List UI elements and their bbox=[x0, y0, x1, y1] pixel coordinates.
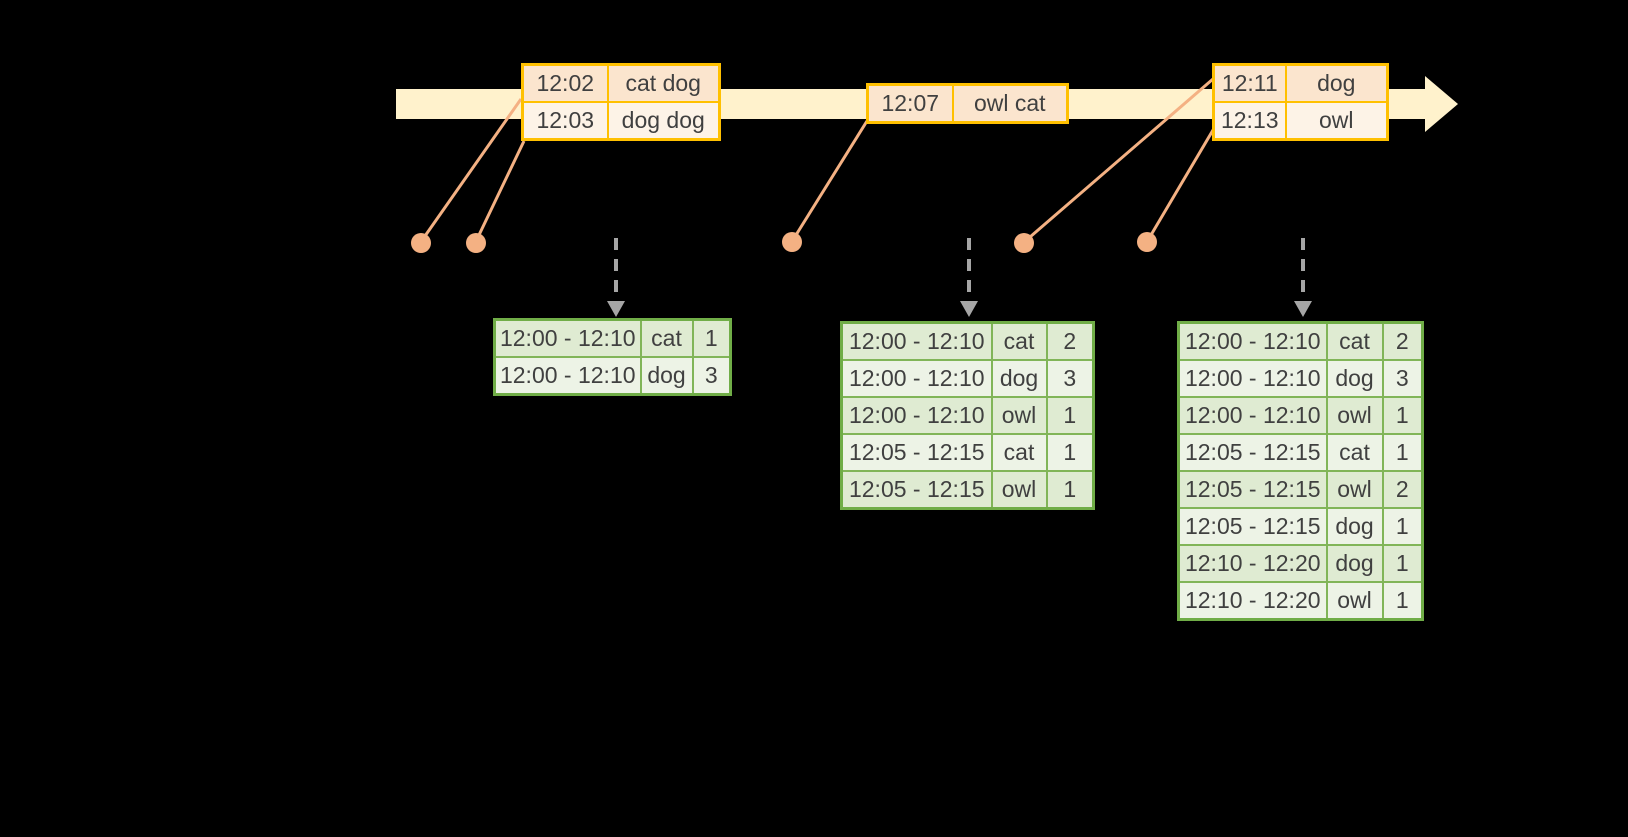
result-word-cell: owl bbox=[1325, 470, 1384, 509]
event-connector-line bbox=[423, 98, 523, 237]
result-window-cell: 12:05 - 12:15 bbox=[840, 433, 993, 472]
result-word-cell: dog bbox=[1325, 507, 1384, 546]
result-count-cell: 3 bbox=[691, 356, 732, 396]
result-count-cell: 2 bbox=[1381, 470, 1424, 509]
result-word-cell: dog bbox=[1325, 544, 1384, 583]
result-window-cell: 12:00 - 12:10 bbox=[840, 396, 993, 435]
event-words-cell: cat dog bbox=[606, 63, 721, 103]
event-connector-line bbox=[794, 120, 869, 236]
result-window-cell: 12:00 - 12:10 bbox=[493, 356, 642, 396]
result-window-cell: 12:10 - 12:20 bbox=[1177, 581, 1328, 621]
result-word-cell: dog bbox=[990, 359, 1048, 398]
result-word-cell: cat bbox=[990, 321, 1048, 361]
result-count-cell: 3 bbox=[1045, 359, 1095, 398]
result-count-cell: 3 bbox=[1381, 359, 1424, 398]
event-connector-line bbox=[1149, 124, 1218, 236]
result-count-cell: 1 bbox=[1045, 433, 1095, 472]
result-word-cell: dog bbox=[1325, 359, 1384, 398]
event-time-cell: 12:07 bbox=[866, 83, 954, 124]
result-count-cell: 1 bbox=[1381, 581, 1424, 621]
event-dot bbox=[1014, 233, 1034, 253]
result-word-cell: dog bbox=[639, 356, 694, 396]
result-count-cell: 1 bbox=[1381, 433, 1424, 472]
result-window-cell: 12:00 - 12:10 bbox=[493, 318, 642, 358]
event-words-cell: dog bbox=[1284, 63, 1389, 103]
result-word-cell: owl bbox=[1325, 396, 1384, 435]
result-word-cell: owl bbox=[990, 470, 1048, 510]
result-window-cell: 12:05 - 12:15 bbox=[840, 470, 993, 510]
result-window-cell: 12:00 - 12:10 bbox=[1177, 359, 1328, 398]
event-dot bbox=[466, 233, 486, 253]
result-word-cell: cat bbox=[1325, 321, 1384, 361]
result-count-cell: 1 bbox=[1381, 507, 1424, 546]
result-window-cell: 12:05 - 12:15 bbox=[1177, 470, 1328, 509]
result-window-cell: 12:10 - 12:20 bbox=[1177, 544, 1328, 583]
event-words-cell: owl cat bbox=[951, 83, 1069, 124]
event-connector-line bbox=[477, 140, 526, 236]
result-word-cell: cat bbox=[990, 433, 1048, 472]
event-time-cell: 12:03 bbox=[521, 101, 609, 141]
result-word-cell: cat bbox=[1325, 433, 1384, 472]
result-count-cell: 1 bbox=[1381, 544, 1424, 583]
result-word-cell: owl bbox=[990, 396, 1048, 435]
event-dot bbox=[411, 233, 431, 253]
event-time-cell: 12:11 bbox=[1212, 63, 1287, 103]
event-connector-line bbox=[1029, 77, 1214, 239]
event-time-cell: 12:13 bbox=[1212, 101, 1287, 141]
event-time-cell: 12:02 bbox=[521, 63, 609, 103]
result-word-cell: cat bbox=[639, 318, 694, 358]
result-count-cell: 1 bbox=[1045, 470, 1095, 510]
result-count-cell: 1 bbox=[1045, 396, 1095, 435]
result-window-cell: 12:00 - 12:10 bbox=[1177, 321, 1328, 361]
result-word-cell: owl bbox=[1325, 581, 1384, 621]
trigger-arrowhead-icon bbox=[1294, 301, 1312, 317]
event-dot bbox=[782, 232, 802, 252]
result-window-cell: 12:05 - 12:15 bbox=[1177, 433, 1328, 472]
result-window-cell: 12:00 - 12:10 bbox=[1177, 396, 1328, 435]
result-count-cell: 2 bbox=[1381, 321, 1424, 361]
timeline-arrowhead-icon bbox=[1425, 76, 1458, 132]
result-count-cell: 1 bbox=[691, 318, 732, 358]
result-window-cell: 12:00 - 12:10 bbox=[840, 359, 993, 398]
event-words-cell: owl bbox=[1284, 101, 1389, 141]
trigger-arrowhead-icon bbox=[960, 301, 978, 317]
result-window-cell: 12:05 - 12:15 bbox=[1177, 507, 1328, 546]
trigger-arrowhead-icon bbox=[607, 301, 625, 317]
event-words-cell: dog dog bbox=[606, 101, 721, 141]
event-dot bbox=[1137, 232, 1157, 252]
result-count-cell: 1 bbox=[1381, 396, 1424, 435]
result-count-cell: 2 bbox=[1045, 321, 1095, 361]
result-window-cell: 12:00 - 12:10 bbox=[840, 321, 993, 361]
